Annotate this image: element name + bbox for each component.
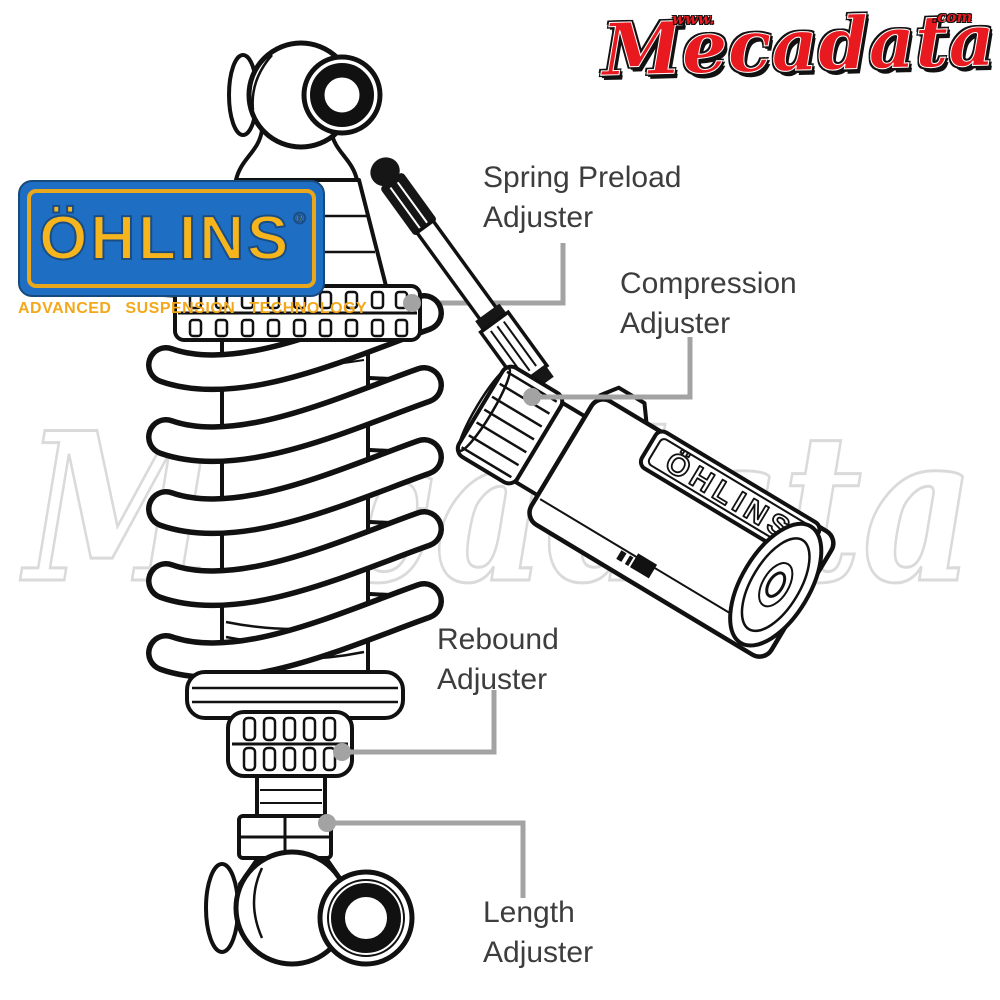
label-line: Adjuster (483, 200, 594, 234)
mecadata-com-suffix: .com (932, 8, 973, 26)
top-eyelet (227, 40, 383, 182)
bottom-eyelet (204, 849, 415, 967)
dot-compression (523, 388, 541, 406)
label-line: Compression (620, 267, 797, 300)
label-line: Adjuster (620, 306, 731, 340)
label-line: Adjuster (483, 935, 594, 969)
mecadata-www-prefix: www. (672, 10, 715, 28)
label-spring-preload-adjuster: Spring Preload Adjuster (483, 158, 681, 237)
dot-rebound (333, 743, 351, 761)
leader-rebound (342, 690, 497, 755)
ohlins-logo-box: ÖHLINS® (18, 180, 325, 297)
registered-mark: ® (293, 208, 306, 228)
label-rebound-adjuster: Rebound Adjuster (437, 620, 559, 699)
label-line: Adjuster (437, 662, 548, 696)
leader-dots (318, 294, 541, 832)
label-compression-adjuster: Compression Adjuster (620, 264, 797, 343)
leader-compression (532, 337, 693, 400)
reservoir-endcap (616, 521, 824, 648)
preload-adjuster-collar (173, 284, 422, 342)
ohlins-logo: ÖHLINS® ADVANCED SUSPENSION TECHNOLOGY (18, 180, 368, 318)
label-line: Rebound (437, 623, 559, 656)
dot-spring-preload (403, 294, 421, 312)
ohlins-tagline: ADVANCED SUSPENSION TECHNOLOGY (18, 300, 368, 317)
dot-length (318, 814, 336, 832)
length-adjuster-hex (237, 774, 333, 860)
label-line: Spring Preload (483, 161, 682, 194)
leader-length (327, 820, 526, 898)
label-line: Length (483, 896, 575, 929)
ohlins-logo-border: ÖHLINS® (27, 189, 316, 288)
rebound-adjuster-wheel (226, 710, 354, 778)
label-length-adjuster: Length Adjuster (483, 893, 593, 972)
leader-lines (327, 337, 693, 898)
ohlins-brand-text: ÖHLINS (38, 203, 292, 274)
leader-spring-preload (412, 243, 566, 306)
mecadata-logo: Mecadata www. .com (596, 0, 998, 93)
